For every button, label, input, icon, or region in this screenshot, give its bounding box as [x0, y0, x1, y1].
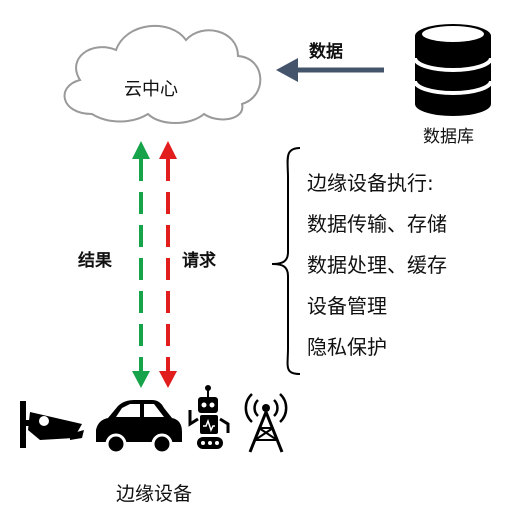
security-camera-icon: [20, 401, 84, 448]
request-arrow: [159, 141, 177, 388]
edge-function-item: 数据传输、存储: [307, 212, 447, 236]
robot-icon: [188, 385, 230, 449]
cloud-icon: [63, 24, 262, 124]
car-icon: [96, 400, 182, 455]
result-label: 结果: [78, 251, 112, 271]
result-arrow: [132, 141, 150, 388]
request-label: 请求: [182, 251, 216, 271]
edge-function-item: 隐私保护: [307, 335, 387, 359]
edge-function-heading: 边缘设备执行:: [307, 171, 434, 195]
database-label: 数据库: [423, 127, 474, 147]
edge-function-item: 数据处理、缓存: [307, 253, 447, 277]
brace: [271, 147, 301, 375]
edge-function-list: 边缘设备执行: 数据传输、存储 数据处理、缓存 设备管理 隐私保护: [307, 163, 447, 368]
database-icon: [413, 24, 493, 116]
edge-function-item: 设备管理: [307, 294, 387, 318]
data-arrow: [276, 58, 384, 82]
edge-devices-label: 边缘设备: [116, 483, 193, 505]
cloud-label: 云中心: [124, 79, 178, 100]
data-flow-label: 数据: [309, 42, 343, 62]
cell-tower-icon: [244, 393, 288, 453]
